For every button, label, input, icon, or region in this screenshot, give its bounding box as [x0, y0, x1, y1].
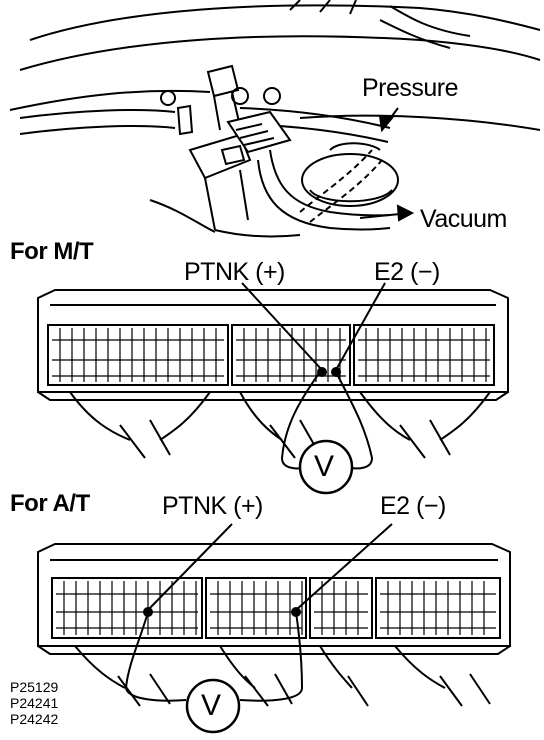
ptnk-mt-label: PTNK (+): [184, 258, 285, 286]
for-at-heading: For A/T: [10, 490, 90, 517]
for-mt-heading: For M/T: [10, 238, 94, 265]
ecu-connector-at: [37, 523, 511, 734]
ptnk-at-label: PTNK (+): [162, 492, 263, 520]
voltmeter-mt-symbol: V: [314, 450, 335, 483]
vacuum-label: Vacuum: [420, 205, 507, 233]
e2-mt-label: E2 (−): [374, 258, 440, 286]
sensor-illustration: [9, 0, 541, 238]
pressure-label: Pressure: [362, 74, 459, 102]
figure-code-1: P25129: [10, 679, 59, 695]
voltmeter-at: [185, 678, 241, 734]
figure-code-3: P24242: [10, 711, 59, 727]
ecu-connector-mt: [37, 282, 509, 495]
e2-at-label: E2 (−): [380, 492, 446, 520]
voltmeter-at-symbol: V: [201, 689, 222, 722]
figure-code-2: P24241: [10, 695, 59, 711]
voltmeter-mt: [298, 439, 354, 495]
